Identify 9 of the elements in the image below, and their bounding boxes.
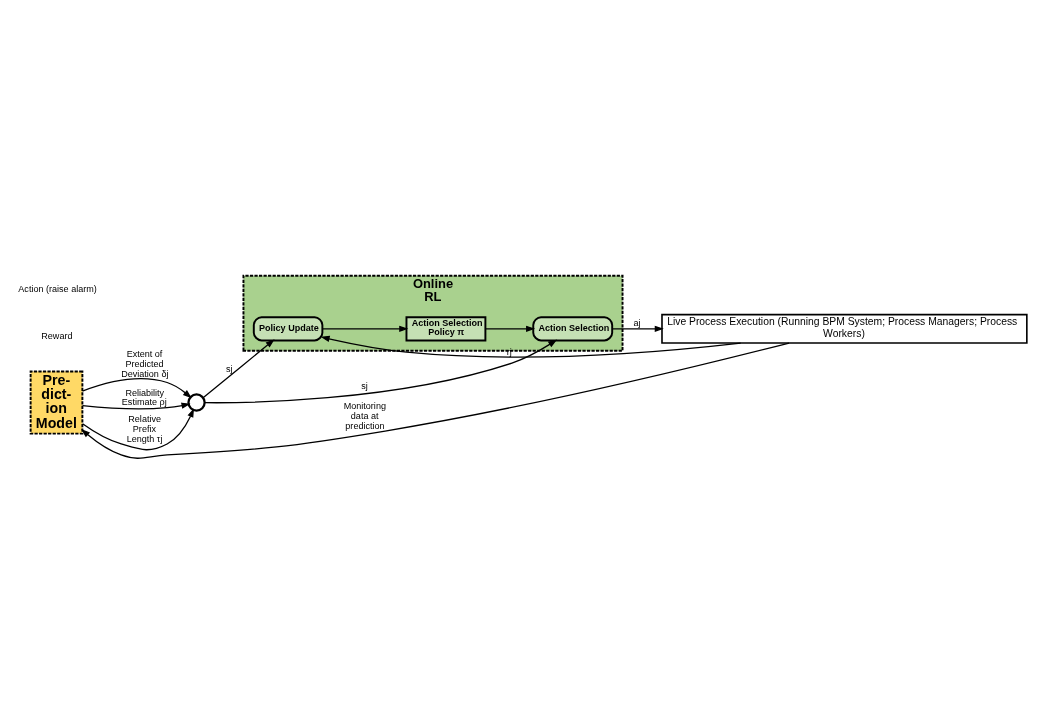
label: Action (raise alarm) <box>18 283 97 294</box>
edge-label: Monitoring data at prediction <box>343 400 386 431</box>
edge-label: Extent of Predicted Deviation δj <box>121 348 169 379</box>
edge-label: aj <box>633 317 641 328</box>
edge-label: sj <box>361 380 368 391</box>
label: Reward <box>41 330 73 341</box>
edge-label: Relative Prefix Length τj <box>126 413 163 443</box>
edge-label: Reliability Estimate ρj <box>121 387 167 407</box>
edge-label: sj <box>225 363 233 374</box>
